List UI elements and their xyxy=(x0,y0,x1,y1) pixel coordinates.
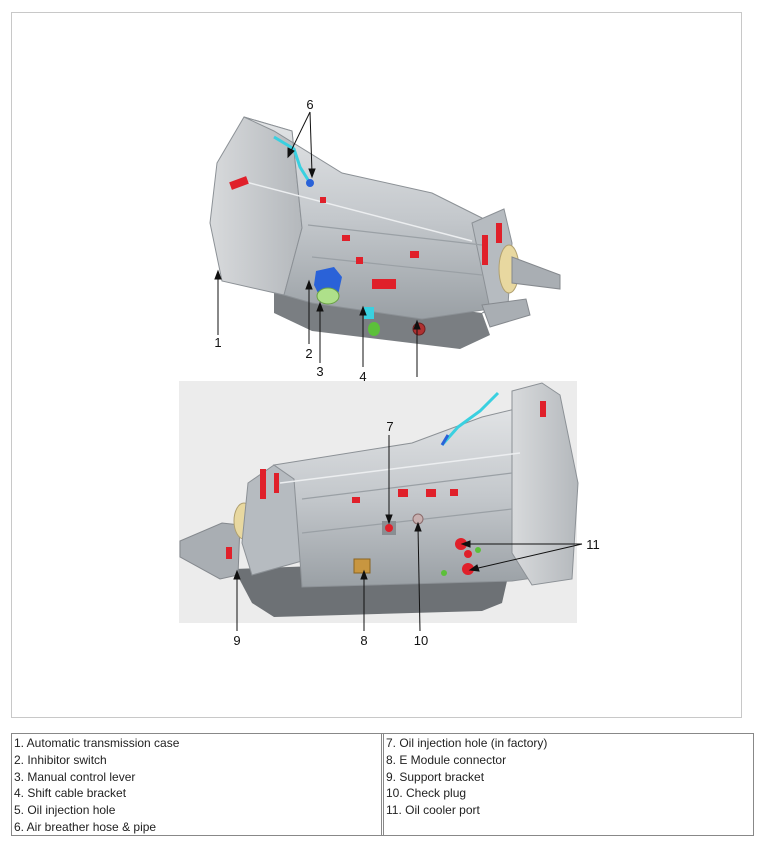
bottom-e-module-connector xyxy=(353,558,371,574)
legend-item: 4. Shift cable bracket xyxy=(14,786,127,801)
bottom-bell-housing xyxy=(511,382,579,586)
legend-item: 9. Support bracket xyxy=(386,769,485,784)
top-breather-hose xyxy=(273,135,312,184)
callout-10: 10 xyxy=(414,633,428,648)
callout-1: 1 xyxy=(214,335,221,350)
callout-7: 7 xyxy=(386,419,393,434)
top-manual-lever xyxy=(316,287,340,305)
bottom-callouts xyxy=(233,435,583,632)
top-yoke xyxy=(511,256,561,290)
bottom-transmission-view xyxy=(179,382,579,617)
top-shift-cable-bracket xyxy=(364,307,374,319)
legend-column-right: 7. Oil injection hole (in factory) 8. E … xyxy=(381,734,753,835)
callout-6: 6 xyxy=(306,97,313,112)
legend-item: 10. Check plug xyxy=(386,786,467,801)
callout-3: 3 xyxy=(316,364,323,379)
callout-4: 4 xyxy=(359,369,366,384)
callout-9: 9 xyxy=(233,633,240,648)
figure-frame: 1 2 3 4 5 6 xyxy=(11,12,742,718)
callout-11: 11 xyxy=(586,537,600,552)
bottom-oil-cooler-port-2 xyxy=(462,563,474,575)
transmission-diagram: 1 2 3 4 5 6 xyxy=(179,97,600,648)
top-mount-bracket xyxy=(481,298,531,328)
legend-column-left: 1. Automatic transmission case 2. Inhibi… xyxy=(12,734,381,835)
top-callouts xyxy=(214,111,421,377)
legend-item: 6. Air breather hose & pipe xyxy=(14,819,157,834)
top-transmission-view xyxy=(209,116,561,349)
legend-item: 8. E Module connector xyxy=(386,752,507,767)
callout-8: 8 xyxy=(360,633,367,648)
legend-item: 5. Oil injection hole xyxy=(14,803,116,818)
legend-item: 7. Oil injection hole (in factory) xyxy=(386,736,548,750)
legend-table: 1. Automatic transmission case 2. Inhibi… xyxy=(11,733,754,836)
top-case-body xyxy=(243,116,491,320)
top-bell-housing xyxy=(209,116,303,296)
callout-2: 2 xyxy=(305,346,312,361)
legend-item: 11. Oil cooler port xyxy=(386,803,480,818)
legend-item: 3. Manual control lever xyxy=(14,769,136,784)
legend-item: 2. Inhibitor switch xyxy=(14,752,107,767)
bottom-breather-hose xyxy=(440,391,500,446)
legend-item: 1. Automatic transmission case xyxy=(14,736,180,750)
